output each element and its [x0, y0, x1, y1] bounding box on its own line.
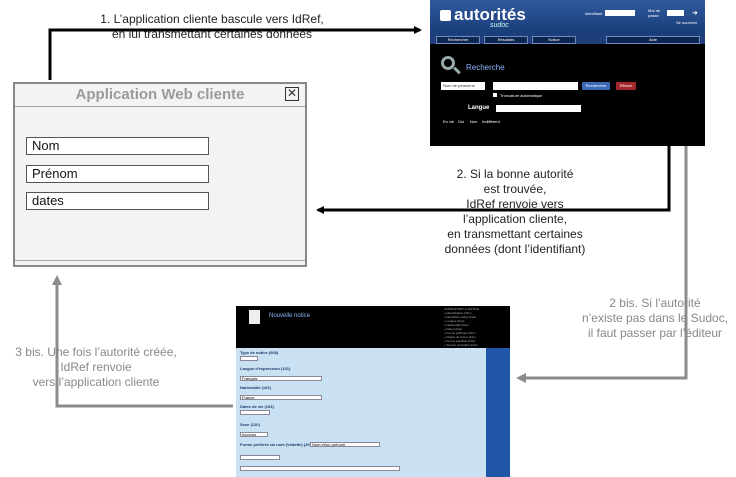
- annotation-line: l’application cliente,: [462, 212, 568, 226]
- idref-logo-sub: sudoc: [490, 22, 509, 29]
- side-list-item[interactable]: » Source consultée (Fac): [444, 343, 478, 347]
- login-arrow-icon[interactable]: ➜: [692, 10, 698, 17]
- sexe-select[interactable]: Inconnu: [240, 432, 268, 437]
- idref-search-screenshot: autorités sudoc Identifiant Mot de passe…: [430, 0, 705, 146]
- annotation-line: est trouvée,: [483, 182, 547, 196]
- truncation-label: Troncature automatique: [500, 93, 543, 98]
- alive-option-oui[interactable]: Oui: [458, 119, 465, 124]
- annotation-step2: 2. Si la bonne autorité est trouvée, IdR…: [408, 167, 622, 257]
- side-list-item[interactable]: » Langue (Fac): [444, 319, 465, 323]
- annotation-line: en lui transmettant certaines données: [111, 27, 313, 41]
- tab-rechercher[interactable]: Rechercher: [436, 36, 480, 44]
- search-type-select[interactable]: Nom de personne: [441, 82, 485, 90]
- login-label: Identifiant: [585, 11, 603, 16]
- search-input[interactable]: [493, 82, 578, 90]
- type-notice-input[interactable]: [240, 356, 258, 361]
- truncation-checkbox[interactable]: [493, 93, 497, 97]
- tab-notice[interactable]: Notice: [532, 36, 576, 44]
- logo-icon: [440, 10, 451, 21]
- side-list-item[interactable]: » Forme préférée (Obl.): [444, 331, 476, 335]
- annotation-line: en transmettant certaines: [447, 227, 583, 241]
- annotation-line: n’existe pas dans le Sudoc,: [581, 311, 729, 325]
- idref-search-title: Recherche: [466, 63, 505, 72]
- notice-sidebar: [486, 348, 510, 477]
- notice-header: Nouvelle notice COMPLETER LA NOTICE » Id…: [236, 306, 510, 348]
- side-list-item[interactable]: » Nationalité (Fac): [444, 323, 469, 327]
- idref-tabs: Rechercher Résultats Notice Aide: [430, 34, 705, 44]
- language-label: Langue: [468, 105, 490, 111]
- remember-label: Se souvenir: [676, 20, 698, 25]
- section-nationalite: Nationalité (102): [240, 385, 271, 390]
- client-app-titlebar: Application Web cliente ✕: [15, 84, 305, 107]
- login-input[interactable]: [605, 10, 635, 16]
- side-list-item: COMPLETER LA NOTICE: [444, 307, 480, 311]
- nationalite-select[interactable]: France: [240, 395, 322, 400]
- arrow-step2bis: [516, 146, 688, 383]
- dates-input[interactable]: [240, 410, 270, 415]
- annotation-line: IdRef renvoie vers: [466, 197, 564, 211]
- annotation-line: IdRef renvoie: [60, 360, 132, 374]
- annotation-line: vers l’application cliente: [32, 375, 160, 389]
- arrow-step3bis: [52, 275, 233, 408]
- annotation-step1: 1. L’application cliente bascule vers Id…: [78, 12, 346, 42]
- notice-title: Nouvelle notice: [269, 313, 311, 319]
- section-dates: Dates de vie (103): [240, 404, 274, 409]
- notice-editor-screenshot: Nouvelle notice COMPLETER LA NOTICE » Id…: [236, 306, 510, 477]
- section-langue: Langue d'expression (101): [240, 366, 291, 371]
- annotation-line: données (dont l’identifiant): [444, 242, 586, 256]
- search-icon: [441, 56, 455, 70]
- tab-resultats[interactable]: Résultats: [484, 36, 528, 44]
- alive-option-indifferent[interactable]: Indifférent: [482, 119, 500, 124]
- annotation-step3bis: 3 bis. Une fois l’autorité créée, IdRef …: [0, 345, 196, 390]
- idref-logo: autorités: [440, 5, 526, 25]
- side-list-item[interactable]: » Identifiant codes (Fac): [444, 315, 477, 319]
- nom-input[interactable]: [240, 455, 280, 460]
- side-list-item[interactable]: » Dates (Fac): [444, 327, 463, 331]
- section-sexe: Sexe (120): [240, 422, 260, 427]
- client-app-window: Application Web cliente ✕ Nom Prénom dat…: [13, 82, 307, 267]
- annotation-line: 1. L’application cliente bascule vers Id…: [100, 12, 324, 26]
- dates-field[interactable]: dates: [26, 192, 209, 210]
- annotation-line: 2. Si la bonne autorité: [456, 167, 574, 181]
- annotation-line: 2 bis. Si l’autorité: [609, 296, 701, 310]
- close-icon[interactable]: ✕: [285, 86, 299, 101]
- alive-label: En vie: [443, 119, 455, 124]
- prenom-field[interactable]: Prénom: [26, 165, 209, 183]
- document-icon: [249, 310, 260, 324]
- annotation-step2bis: 2 bis. Si l’autorité n’existe pas dans l…: [570, 296, 736, 341]
- tab-aide[interactable]: Aide: [606, 36, 700, 44]
- notice-side-list: COMPLETER LA NOTICE » Identification (Ob…: [444, 307, 479, 347]
- section-type-notice: Type de notice (008): [240, 350, 279, 355]
- prenom-input[interactable]: [240, 466, 400, 471]
- client-app-title: Application Web cliente: [75, 86, 245, 103]
- clear-button[interactable]: Effacer: [616, 82, 636, 90]
- side-list-item[interactable]: » Identification (Obl.): [444, 311, 472, 315]
- idref-logo-text: autorités: [454, 5, 526, 24]
- arrow-step2: [316, 146, 671, 214]
- search-icon-handle: [453, 66, 461, 75]
- client-app-bottombar: [15, 260, 305, 261]
- section-forme-preferee: Forme préférée du nom (Vedette) (200): [240, 442, 314, 447]
- forme-preferee-input[interactable]: Nom et/ou prénom: [310, 442, 380, 447]
- nom-field[interactable]: Nom: [26, 137, 209, 155]
- arrow-step1: [48, 26, 422, 80]
- idref-header: autorités sudoc Identifiant Mot de passe…: [430, 0, 705, 34]
- langue-select[interactable]: Français: [240, 376, 322, 381]
- password-input[interactable]: [667, 10, 684, 16]
- alive-option-non[interactable]: Non: [470, 119, 478, 124]
- annotation-line: il faut passer par l’éditeur: [587, 326, 723, 340]
- language-input[interactable]: [496, 105, 581, 112]
- annotation-line: 3 bis. Une fois l’autorité créée,: [15, 345, 177, 359]
- side-list-item[interactable]: » Forme parallèle (Fac): [444, 339, 476, 343]
- password-label: Mot de passe: [648, 8, 661, 18]
- search-button[interactable]: Rechercher: [582, 82, 610, 90]
- side-list-item[interactable]: » Rejeté de forme (Fac): [444, 335, 476, 339]
